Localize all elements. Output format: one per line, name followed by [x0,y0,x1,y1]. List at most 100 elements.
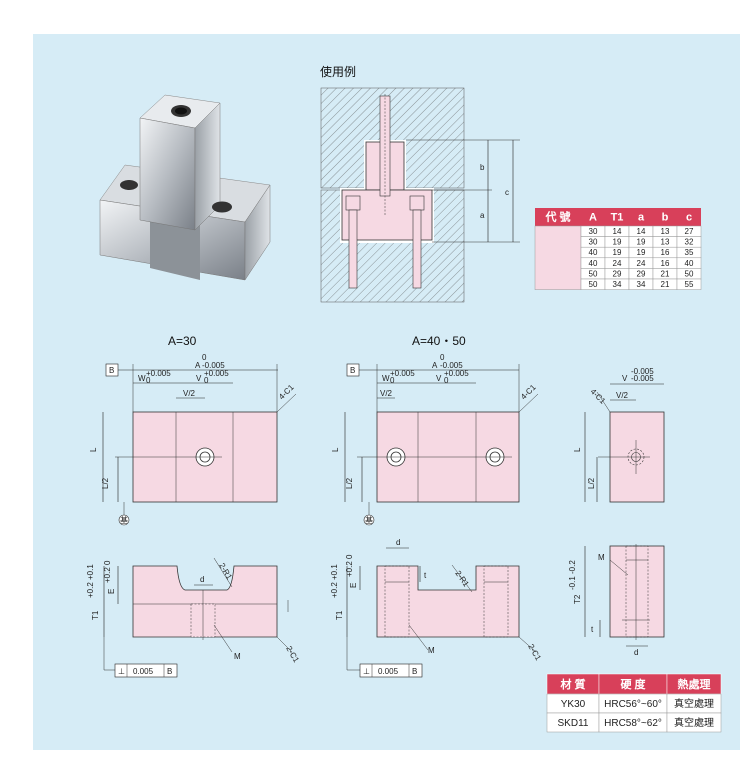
size-table-cell: 24 [613,259,622,268]
size-table-cell: 32 [685,238,694,247]
dim-t1-tol: +0.2 +0.1 [330,564,339,598]
size-table-cell: 14 [637,227,646,236]
datum-b-label: B [350,366,355,375]
usage-example-diagram: b a c [320,87,520,303]
dim-a-label: A [432,361,438,370]
size-table-cell: 50 [589,269,598,278]
base-mark: 基 [365,515,373,525]
size-table-header: A [589,212,597,224]
dim-t-label: t [591,625,594,634]
size-table-header: a [638,212,645,224]
size-table-cell-bg [676,278,702,290]
size-table-cell: 29 [637,269,646,278]
size-table-cell: 21 [661,280,670,289]
dim-v2-label: V/2 [380,389,393,398]
dim-l-label: L [331,447,340,452]
size-table-cell: 27 [685,227,694,236]
dim-w-sup: +0.005 [146,369,171,378]
size-table-cell: 16 [661,259,670,268]
size-table-header-cell [535,208,581,226]
chamfer-4c1-label: 4-C1 [589,387,608,406]
radius-2r1-label: 2-R1 [453,569,471,589]
size-table-cell: 19 [613,238,622,247]
material-table-cell: HRC58°~62° [604,718,662,729]
dim-d-label: d [634,648,638,657]
dim-v-side-sub: -0.005 [631,374,654,383]
material-table-cell: YK30 [561,699,586,710]
material-table-header: 材 質 [560,677,585,691]
thread-m-label: M [234,652,241,661]
dim-w-sup: +0.005 [390,369,415,378]
dim-l-label: L [573,447,582,452]
size-table-header: T1 [611,212,624,224]
material-table-cell: HRC56°~60° [604,699,662,710]
size-table-header: b [662,212,669,224]
side-top-view: V -0.005 -0.005 V/2 L L/2 4-C1 [573,367,665,503]
size-table-header: 代 號 [544,210,570,224]
material-table-cell: 真空處理 [674,716,714,729]
dim-e-tol: +0.2 0 [345,554,354,577]
perpendicularity-datum: B [412,667,417,676]
chamfer-2c1-label: 2-C1 [526,643,543,663]
dim-b: b [480,163,485,172]
size-table-cell: 19 [613,248,622,257]
dim-v-label: V [196,374,202,383]
size-table-cell: 21 [661,269,670,278]
material-table-header: 熱處理 [678,677,711,691]
size-table-cell: 35 [685,248,694,257]
dim-t-label: t [424,571,427,580]
size-table-cell: 40 [589,248,598,257]
size-table-cell: 16 [661,248,670,257]
chamfer-2c1-label: 2-C1 [284,645,301,665]
size-table-cell: 13 [661,227,670,236]
product-illustration [99,94,271,281]
base-mark: 基 [120,515,128,525]
size-table-code-cell [534,225,582,290]
size-table-cell: 30 [589,238,598,247]
size-table-cell: 50 [589,280,598,289]
size-table-header-cell [653,208,677,226]
chamfer-4c1-label: 4-C1 [277,382,296,401]
dim-v-label: V [622,374,628,383]
dim-l2-label: L/2 [345,477,354,489]
a4050-front-view: d t 2-R1 M 2-C1 T1 +0.2 +0.1 E +0.2 0 ⊥ … [330,538,543,678]
size-table-cell: 34 [637,280,646,289]
view-title-a4050: A=40・50 [412,334,466,348]
dim-a: a [480,211,485,220]
dim-v2-label: V/2 [183,389,196,398]
dim-a-sub: -0.005 [202,361,225,370]
size-table-cell: 40 [685,259,694,268]
dim-w-sub: 0 [390,376,395,385]
perpendicularity-symbol: ⊥ [363,667,370,676]
dim-w-label: W [138,374,146,383]
dim-t2-tol: -0.1 -0.2 [568,560,577,590]
dim-w-label: W [382,374,390,383]
size-table-cell: 55 [685,280,694,289]
dim-t2-label: T2 [573,594,582,604]
dim-e-tol: +0.2 0 [103,560,112,583]
thread-m-label: M [598,553,605,562]
dim-v-sub: 0 [204,376,209,385]
size-table-header-cell [605,208,629,226]
dim-e-label: E [349,583,358,588]
size-table-cell: 34 [613,280,622,289]
dim-a-sup: 0 [202,353,207,362]
perpendicularity-symbol: ⊥ [118,667,125,676]
dim-t1-label: T1 [335,610,344,620]
material-table-cell: SKD11 [558,718,589,729]
dim-l2-label: L/2 [587,477,596,489]
dim-t1-label: T1 [91,610,100,620]
dim-d-label: d [396,538,400,547]
dim-a-sup: 0 [440,353,445,362]
dim-w-sub: 0 [146,376,151,385]
perpendicularity-value: 0.005 [133,667,154,676]
size-table-cell: 30 [589,227,598,236]
size-table-cell: 40 [589,259,598,268]
size-table-header: c [686,212,692,224]
a30-front-view: d 2-R1 M 2-C1 T1 +0.2 +0.1 E +0.2 0 ⊥ 0.… [86,557,301,678]
radius-2r1-label: 2-R1 [217,562,234,582]
perpendicularity-value: 0.005 [378,667,399,676]
dim-l2-label: L/2 [101,477,110,489]
